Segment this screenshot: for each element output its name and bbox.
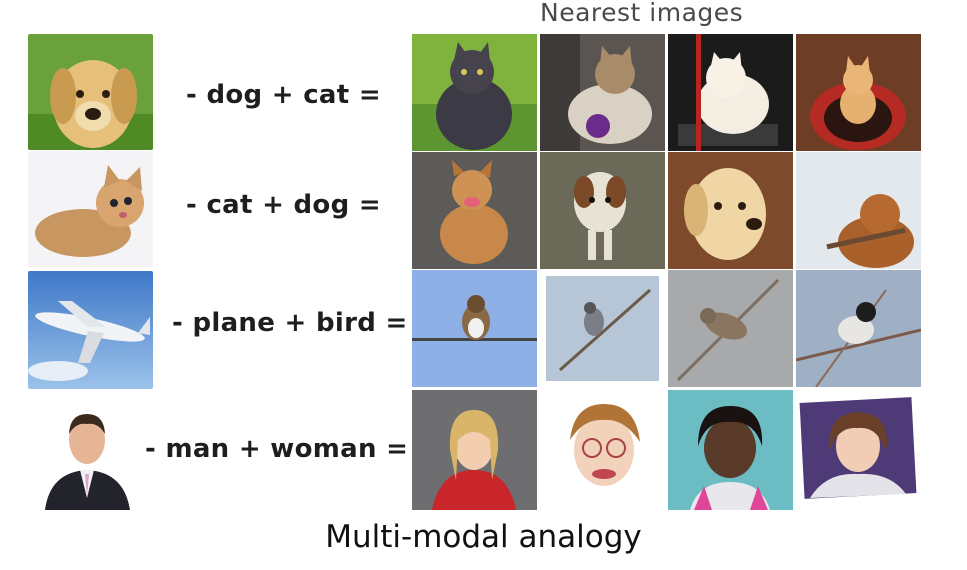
golden-retriever-photo <box>28 34 153 150</box>
result-2-3 <box>668 152 793 269</box>
result-3-4 <box>796 270 921 387</box>
query-image-man <box>40 400 135 510</box>
result-3-2 <box>540 270 665 387</box>
airplane-in-sky-photo <box>28 271 153 389</box>
result-3-3 <box>668 270 793 387</box>
equation-row-3: - plane + bird = <box>172 308 408 338</box>
query-image-cat <box>28 151 153 267</box>
result-4-1 <box>412 390 537 510</box>
kitten-lying-photo <box>28 151 153 267</box>
result-2-4 <box>796 152 921 269</box>
query-image-plane <box>28 271 153 389</box>
equation-row-4: - man + woman = <box>145 434 409 464</box>
result-1-1 <box>412 34 537 151</box>
result-1-2 <box>540 34 665 151</box>
result-4-4 <box>796 390 921 510</box>
result-2-1 <box>412 152 537 269</box>
result-3-1 <box>412 270 537 387</box>
equation-row-1: - dog + cat = <box>186 80 381 110</box>
nearest-images-header: Nearest images <box>540 0 744 27</box>
query-image-dog <box>28 34 153 150</box>
result-1-4 <box>796 34 921 151</box>
result-2-2 <box>540 152 665 269</box>
result-4-2 <box>540 390 665 510</box>
result-4-3 <box>668 390 793 510</box>
businessman-portrait-photo <box>40 400 135 510</box>
figure-caption: Multi-modal analogy <box>325 519 642 555</box>
equation-row-2: - cat + dog = <box>186 190 381 220</box>
result-1-3 <box>668 34 793 151</box>
